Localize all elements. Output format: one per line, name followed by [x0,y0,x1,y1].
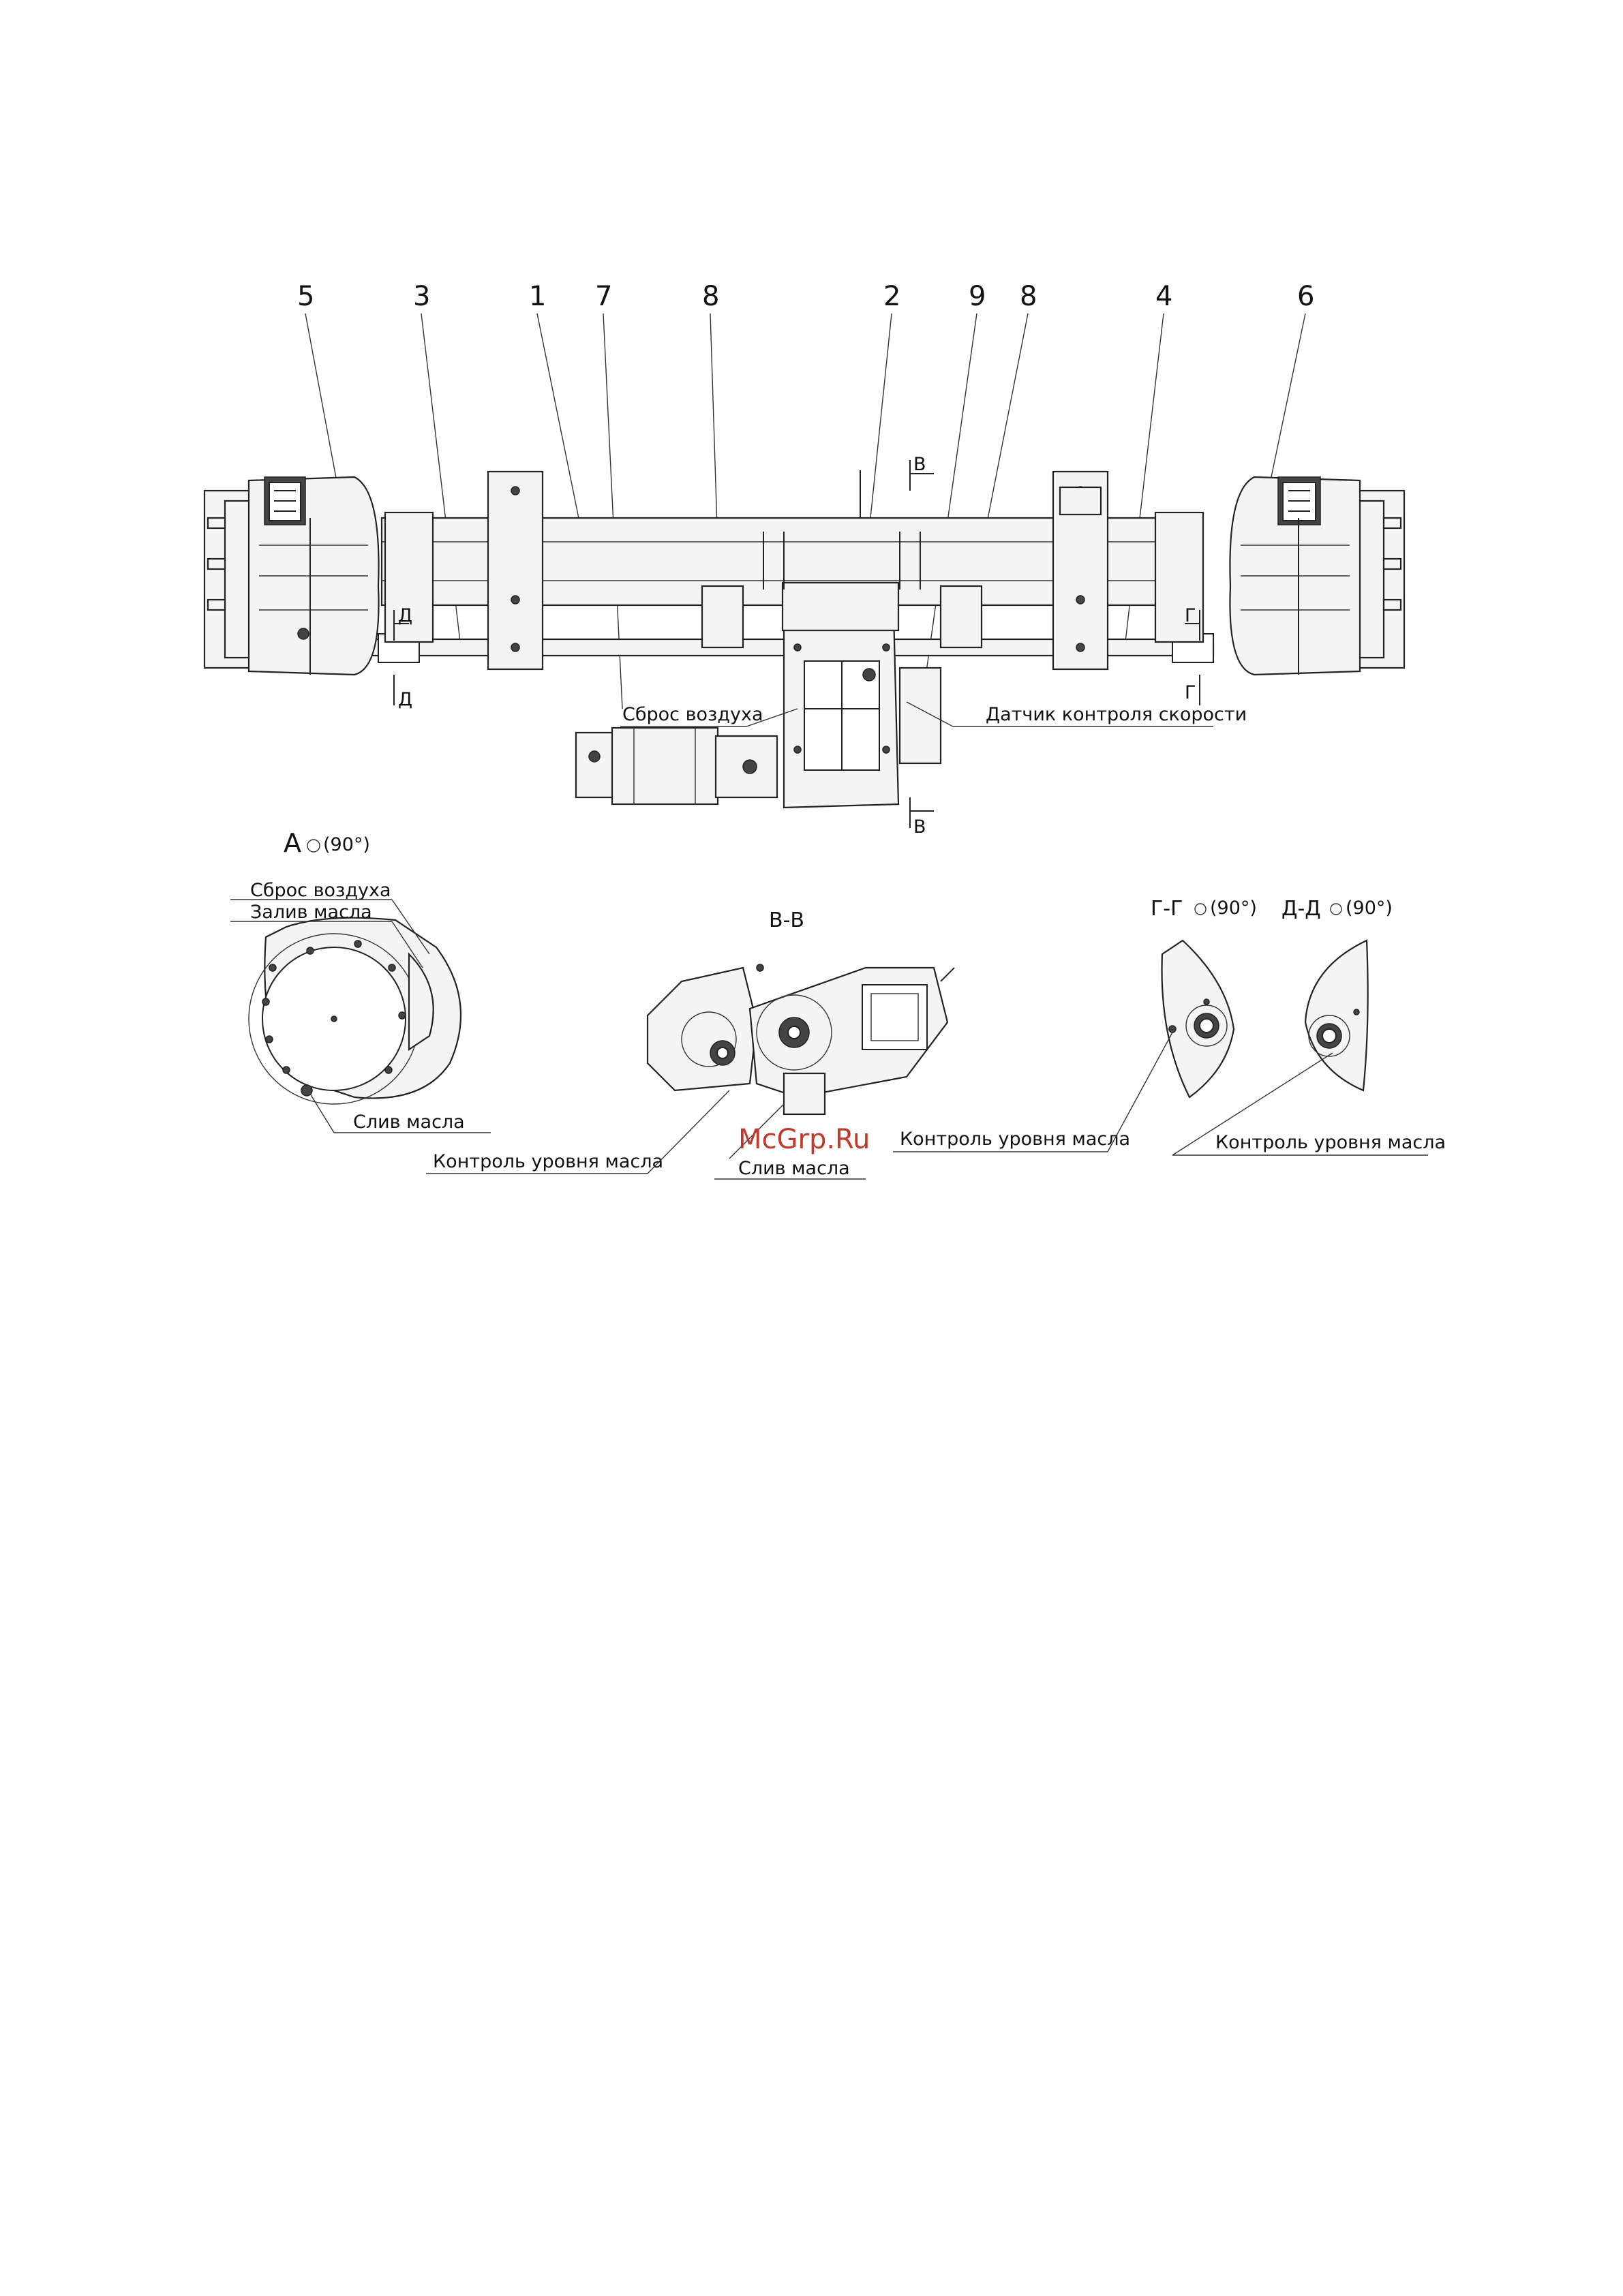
callout-9: 9 [969,281,986,312]
main-axle-view: В В Д Д Г Г Сброс воздуха Датчик контрол… [204,454,1404,838]
section-g-top: Г [1185,605,1196,626]
callout-7: 7 [595,281,612,312]
drive-motor [576,728,777,804]
view-vv-level-control: Контроль уровня масла [433,1151,663,1172]
view-dd-rotation: (90°) [1346,898,1393,919]
view-a-oil-drain: Слив масла [353,1112,465,1133]
callout-8-left: 8 [702,281,719,312]
rotation-arrow-icon-gg [1195,904,1206,915]
callout-5: 5 [297,281,314,312]
view-vv-oil-drain: Слив масла [738,1158,850,1179]
view-vv-title: В-В [769,908,804,932]
callout-1: 1 [529,281,546,312]
view-dd-level-control: Контроль уровня масла [1215,1132,1446,1153]
view-a-title: А [284,828,301,858]
section-v-bottom: В [913,816,926,838]
view-a-rotation: (90°) [323,834,370,855]
section-d-bottom: Д [398,689,412,710]
section-v-top: В [913,454,926,475]
right-wheel-hub [1230,477,1404,675]
watermark: McGrp.Ru [738,1124,870,1155]
callout-4: 4 [1155,281,1172,312]
callout-6: 6 [1297,281,1314,312]
view-a-air-release: Сброс воздуха [250,880,391,901]
callout-8-right: 8 [1020,281,1037,312]
view-gg-level-control: Контроль уровня масла [900,1129,1130,1150]
view-dd-title: Д-Д [1281,897,1321,921]
rotation-arrow-icon [307,840,320,852]
callout-3: 3 [413,281,430,312]
left-wheel-hub [204,477,379,675]
view-a: А (90°) Сброс воздуха Залив масла Слив м… [230,828,491,1133]
view-gg: Г-Г (90°) Контроль уровня масла [893,897,1257,1152]
view-a-oil-fill: Залив масла [250,902,372,923]
rotation-arrow-icon-dd [1331,904,1341,915]
label-speed-sensor: Датчик контроля скорости [986,704,1247,725]
section-d-top: Д [398,605,412,626]
callout-2: 2 [883,281,900,312]
section-g-bottom: Г [1185,682,1196,703]
view-gg-rotation: (90°) [1210,898,1257,919]
view-gg-title: Г-Г [1151,897,1183,921]
label-air-release-main: Сброс воздуха [622,704,763,725]
callout-numbers: 5 3 1 7 8 2 9 8 4 6 [297,281,1314,312]
view-vv: В-В Контроль уровня масла Слив масла [426,908,954,1179]
